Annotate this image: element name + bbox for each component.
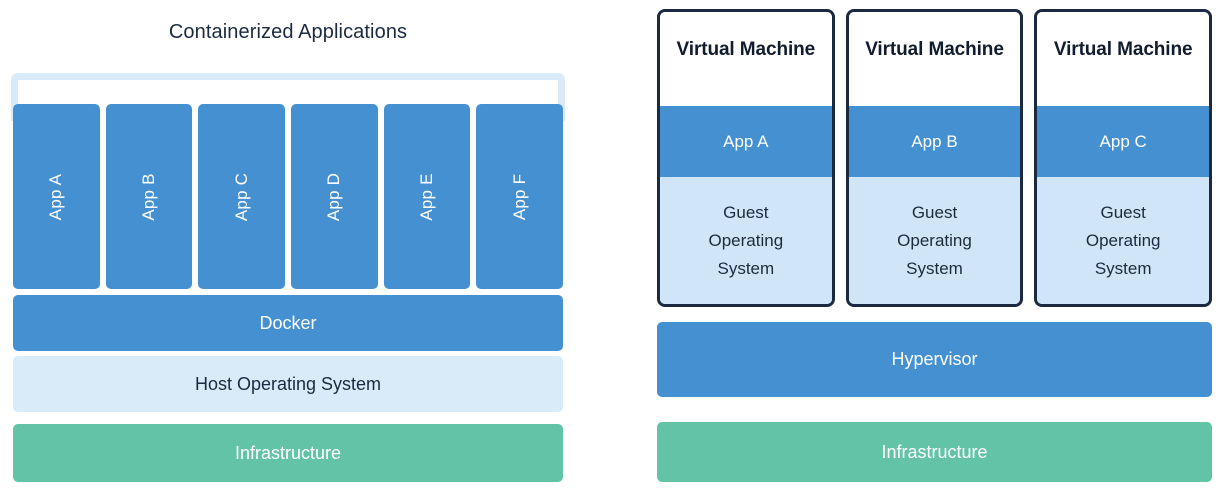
host-operating-system-layer[interactable]: Host Operating System: [13, 356, 563, 412]
vm-title: Virtual Machine: [660, 12, 832, 106]
container-app-box[interactable]: App A: [13, 104, 100, 289]
hypervisor-layer[interactable]: Hypervisor: [657, 322, 1212, 397]
guest-os-label[interactable]: Guest Operating System: [848, 177, 1021, 304]
container-app-label: App C: [231, 172, 251, 221]
vm-row: Virtual Machine App A Guest Operating Sy…: [657, 9, 1213, 307]
virtual-machine-box[interactable]: Virtual Machine App A Guest Operating Sy…: [657, 9, 835, 307]
guest-os-label[interactable]: Guest Operating System: [1037, 177, 1210, 304]
containers-bracket: [11, 73, 565, 121]
container-app-label: App D: [324, 172, 344, 221]
virtual-machine-box[interactable]: Virtual Machine App C Guest Operating Sy…: [1034, 9, 1213, 307]
container-app-label: App A: [46, 173, 66, 220]
container-app-label: App E: [417, 172, 437, 221]
container-app-box[interactable]: App C: [198, 104, 286, 289]
virtual-machine-box[interactable]: Virtual Machine App B Guest Operating Sy…: [845, 9, 1024, 307]
infrastructure-layer-right[interactable]: Infrastructure: [657, 422, 1212, 482]
container-app-label: App F: [509, 173, 529, 220]
container-app-label: App B: [139, 172, 158, 221]
vm-app-label[interactable]: App B: [848, 106, 1021, 177]
vm-app-label[interactable]: App A: [660, 106, 832, 177]
vm-title: Virtual Machine: [1037, 12, 1210, 106]
guest-os-label[interactable]: Guest Operating System: [660, 177, 832, 304]
vm-app-label[interactable]: App C: [1037, 106, 1210, 177]
virtual-machines-diagram: Virtual Machine App A Guest Operating Sy…: [640, 0, 1225, 501]
container-app-box[interactable]: App E: [383, 104, 471, 289]
docker-layer[interactable]: Docker: [13, 295, 563, 351]
container-app-row: App A App B App C App D App E App F: [13, 104, 564, 289]
vm-title: Virtual Machine: [848, 12, 1021, 106]
container-app-box[interactable]: App B: [105, 104, 193, 289]
containers-diagram: Containerized Applications App A App B A…: [0, 0, 600, 501]
container-app-box[interactable]: App F: [476, 104, 564, 289]
page-title: Containerized Applications: [168, 21, 408, 43]
container-app-box[interactable]: App D: [291, 104, 378, 289]
infrastructure-layer-left[interactable]: Infrastructure: [13, 424, 563, 482]
